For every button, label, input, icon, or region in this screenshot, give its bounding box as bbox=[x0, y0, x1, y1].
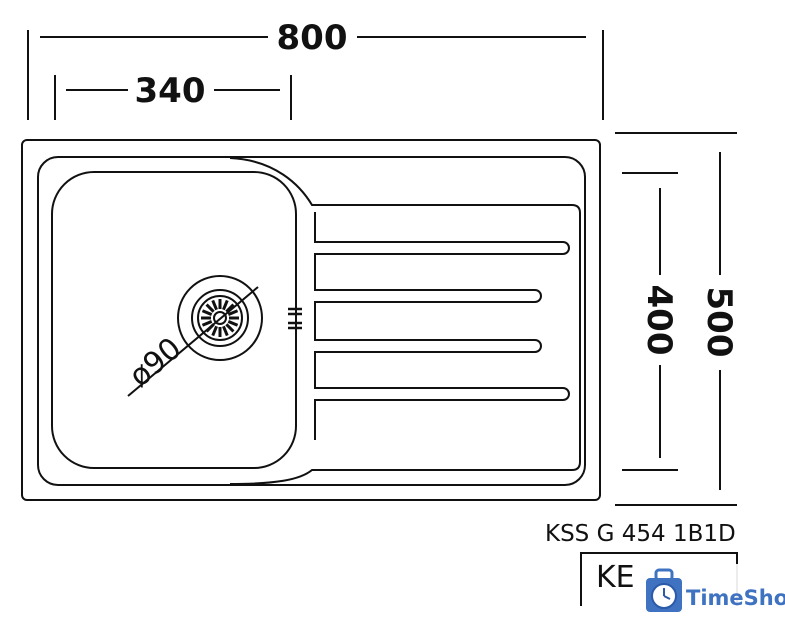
bowl bbox=[51, 171, 297, 469]
bowl-depth-dimension: 400 bbox=[622, 172, 679, 471]
depth-label: 500 bbox=[699, 287, 739, 358]
drain-spoke bbox=[227, 309, 239, 316]
drain-spoke bbox=[211, 325, 218, 337]
sink-rim bbox=[37, 156, 586, 486]
drain-spoke bbox=[201, 320, 213, 327]
sink-outer-edge bbox=[21, 139, 601, 501]
drain-spoke bbox=[222, 299, 229, 311]
drain-spoke bbox=[225, 323, 235, 333]
bowl-width-label: 340 bbox=[135, 71, 206, 111]
overflow-icon bbox=[288, 307, 302, 330]
bowl-width-dimension: 340 bbox=[54, 71, 292, 120]
width-label: 800 bbox=[277, 18, 348, 58]
bowl-rim bbox=[229, 157, 581, 485]
drain-spoke bbox=[227, 320, 239, 327]
watermark-text: TimeShop bbox=[686, 586, 785, 610]
depth-dimension: 500 bbox=[615, 132, 739, 506]
width-dimension: 800 bbox=[27, 18, 604, 120]
drain-spoke bbox=[201, 309, 213, 316]
brand-text: KE bbox=[596, 560, 635, 595]
drain: ø90 bbox=[123, 275, 263, 397]
model-name: KSS G 454 1B1D bbox=[545, 521, 736, 547]
drain-spoke bbox=[222, 325, 229, 337]
drain-spoke bbox=[205, 303, 215, 313]
drain-diameter-label: ø90 bbox=[123, 331, 189, 394]
watermark: TimeShop bbox=[640, 564, 785, 616]
clock-bag-icon bbox=[646, 568, 682, 612]
bowl-depth-label: 400 bbox=[639, 285, 679, 356]
drainboard-ribs bbox=[314, 212, 570, 440]
drain-spoke bbox=[225, 303, 235, 313]
drain-spoke bbox=[211, 299, 218, 311]
